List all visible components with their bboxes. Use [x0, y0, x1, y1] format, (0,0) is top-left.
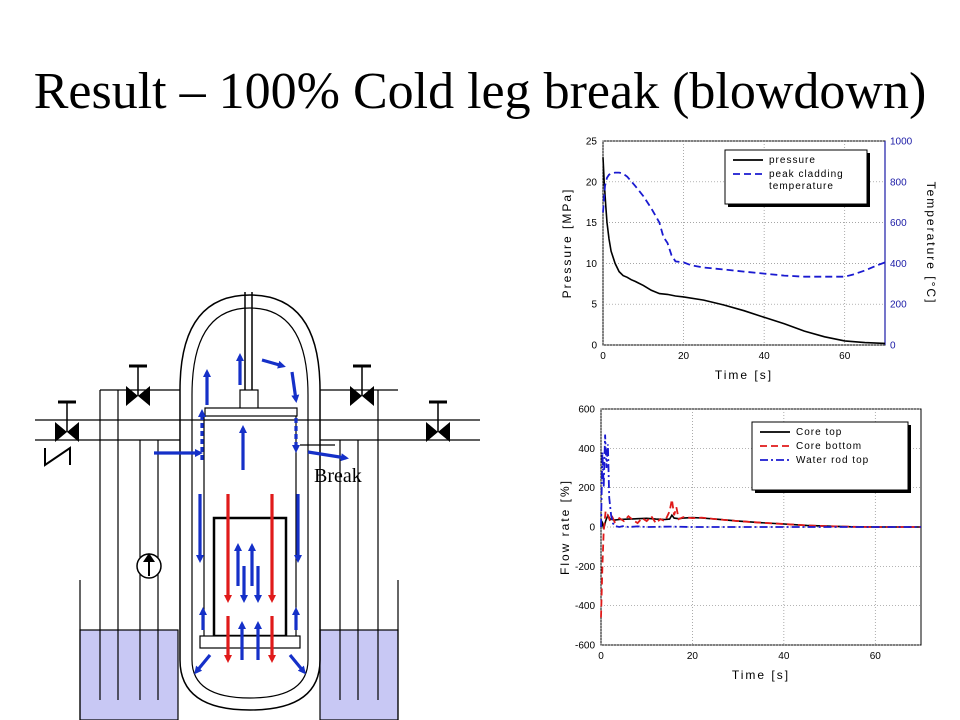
break-label: Break: [314, 465, 362, 487]
left-pool-water: [79, 629, 179, 720]
check-valve-icon: [44, 446, 71, 467]
flow-arrows: [154, 353, 349, 675]
valve-icon: [350, 364, 374, 406]
page-title: Result – 100% Cold leg break (blowdown): [33, 63, 927, 120]
pump-icon: [136, 553, 162, 579]
right-pool-water: [319, 629, 399, 720]
valve-icon: [55, 400, 79, 442]
vessel-inner-wall: [191, 307, 309, 699]
vessel-outer-wall: [179, 294, 321, 711]
valve-icon: [126, 364, 150, 406]
reactor-core: [212, 516, 288, 638]
valve-icon: [426, 400, 450, 442]
